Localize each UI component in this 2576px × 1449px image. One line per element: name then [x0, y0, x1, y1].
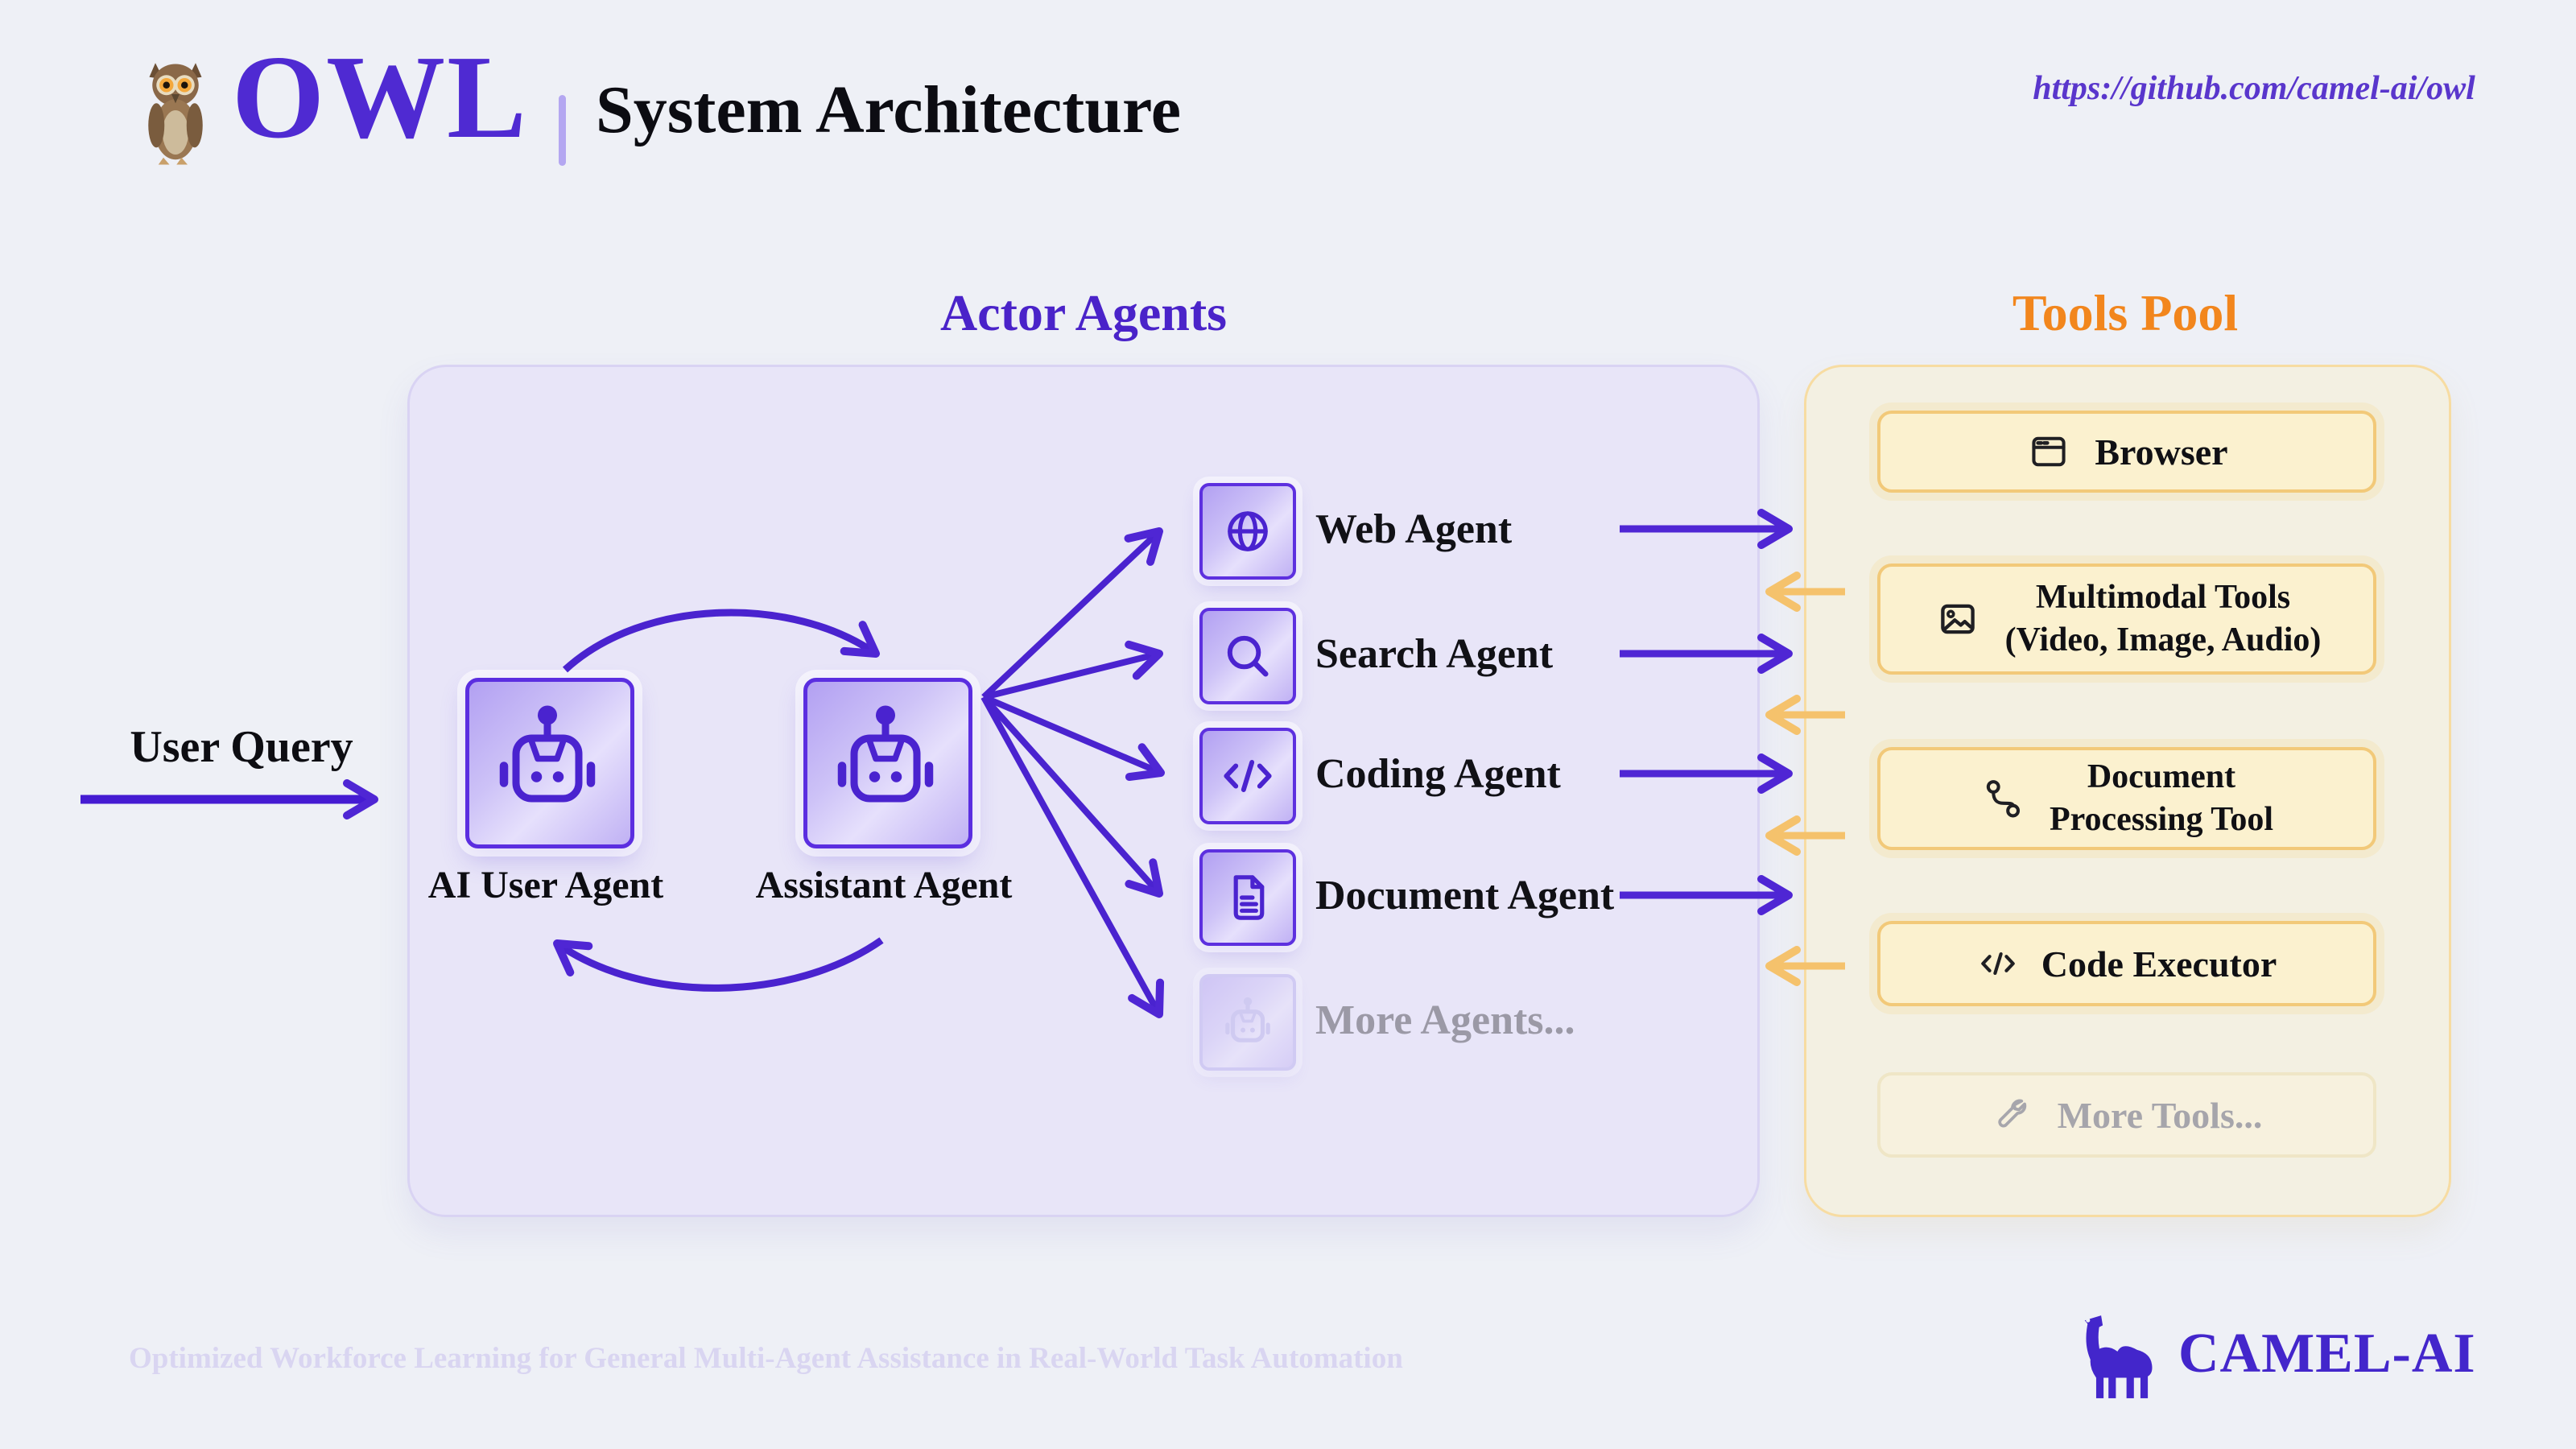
search-agent-tile — [1199, 608, 1296, 704]
more-tools: More Tools... — [1877, 1072, 2376, 1158]
document-agent-label: Document Agent — [1315, 873, 1615, 919]
wrench-icon — [1997, 1099, 2026, 1128]
assistant-agent-label: Assistant Agent — [755, 864, 1013, 906]
code-executor-tool-label: Code Executor — [2041, 943, 2277, 985]
camel-ai-brand: CAMEL-AI — [2178, 1323, 2476, 1385]
document-processing-tool: Document Processing Tool — [1877, 747, 2376, 850]
browser-icon — [2032, 436, 2066, 467]
fanout-web — [981, 527, 1163, 700]
actor-agents-title: Actor Agents — [939, 284, 1228, 341]
user-to-assistant-arc — [562, 609, 880, 673]
robot-icon — [1225, 997, 1270, 1042]
route-icon — [1986, 780, 2020, 818]
globe-icon — [1228, 511, 1268, 551]
assistant-agent-card — [803, 678, 972, 848]
search-icon — [1227, 635, 1269, 677]
header-divider — [559, 95, 566, 166]
ai-user-agent-card — [465, 678, 634, 848]
assistant-to-user-arc — [553, 937, 884, 992]
fanout-more — [980, 696, 1165, 1018]
fanout-search — [983, 640, 1163, 700]
multimodal-tools: Multimodal Tools (Video, Image, Audio) — [1877, 564, 2376, 675]
search-agent-label: Search Agent — [1315, 631, 1554, 677]
web-agent-label: Web Agent — [1315, 506, 1513, 552]
page-title: System Architecture — [596, 72, 1182, 147]
fanout-coding — [982, 694, 1165, 782]
coding-agent-tile — [1199, 728, 1296, 824]
ai-user-agent-label: AI User Agent — [427, 864, 664, 906]
document-agent-tile — [1199, 849, 1296, 946]
more-agents-label: More Agents... — [1315, 997, 1575, 1043]
robot-icon — [837, 705, 934, 803]
robot-icon — [499, 705, 596, 803]
code-executor-tool: Code Executor — [1877, 921, 2376, 1006]
fanout-document — [981, 695, 1163, 898]
document-icon — [1233, 875, 1265, 920]
brand-owl: OWL — [232, 31, 528, 163]
coding-agent-label: Coding Agent — [1315, 751, 1561, 797]
browser-tool: Browser — [1877, 411, 2376, 493]
code-icon — [1224, 760, 1272, 792]
web-agent-tile — [1199, 483, 1296, 580]
repo-url-link[interactable]: https://github.com/camel-ai/owl — [2033, 70, 2475, 107]
image-icon — [1940, 604, 1975, 634]
document-processing-tool-label: Document Processing Tool — [2049, 758, 2274, 838]
footer-tagline: Optimized Workforce Learning for General… — [129, 1342, 1403, 1375]
multimodal-tools-label: Multimodal Tools (Video, Image, Audio) — [2004, 579, 2322, 658]
camel-icon — [2070, 1311, 2171, 1401]
more-tools-label: More Tools... — [2057, 1094, 2263, 1136]
code-icon — [1980, 952, 2015, 976]
owl-logo-icon — [135, 50, 216, 171]
more-agents-tile — [1199, 974, 1296, 1071]
browser-tool-label: Browser — [2095, 431, 2228, 473]
user-query-label: User Query — [130, 722, 353, 772]
tools-pool-title: Tools Pool — [2012, 284, 2239, 341]
